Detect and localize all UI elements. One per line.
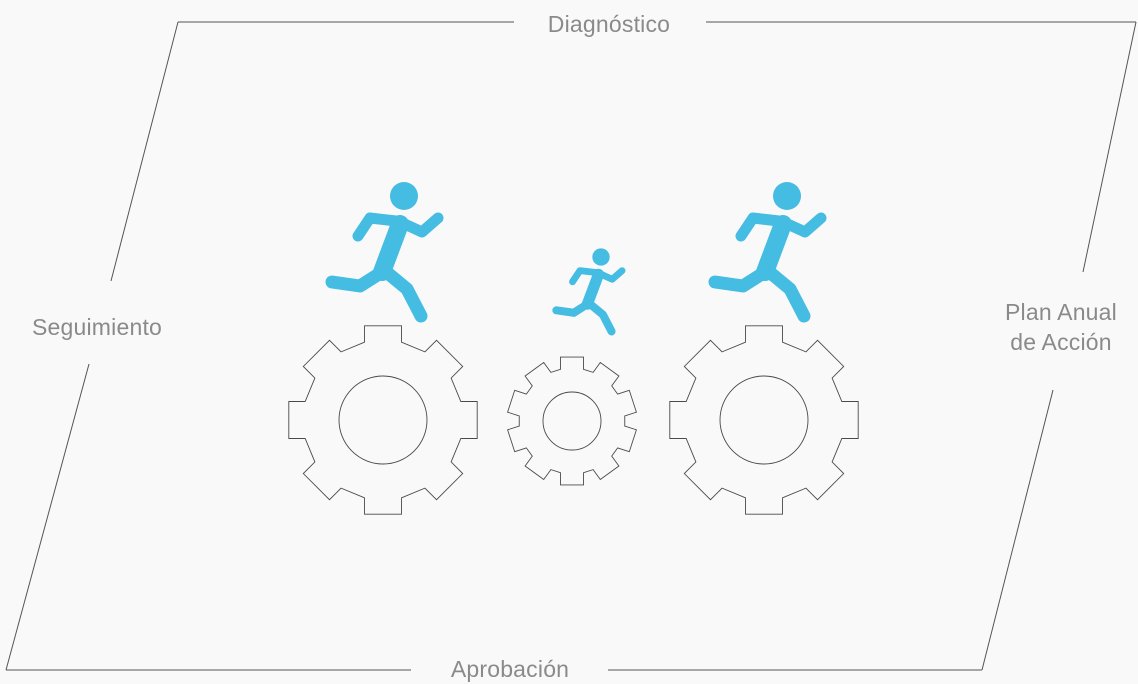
stage-label-seguimiento: Seguimiento bbox=[31, 314, 163, 340]
gear-center-hub bbox=[542, 391, 602, 451]
stage-label-plan-anual-line2: de Acción bbox=[1010, 329, 1112, 355]
gear-left-outline bbox=[288, 325, 478, 515]
stage-label-diagnostico: Diagnóstico bbox=[547, 11, 671, 37]
frame-left-lower-segment bbox=[5, 363, 90, 671]
gear-center-outline bbox=[507, 356, 637, 486]
stage-label-plan-anual: Plan Anual de Acción bbox=[984, 297, 1138, 357]
stage-label-aprobacion: Aprobación bbox=[450, 656, 570, 682]
running-person-icon bbox=[715, 182, 821, 316]
gear-icon bbox=[507, 356, 637, 486]
frame-right-lower-segment bbox=[981, 389, 1054, 671]
running-person-icon bbox=[556, 248, 622, 331]
running-person-icon bbox=[332, 182, 438, 316]
gear-left-hub bbox=[338, 375, 428, 465]
gear-icon bbox=[288, 325, 478, 515]
gear-right-outline bbox=[669, 325, 859, 515]
stage-label-plan-anual-line1: Plan Anual bbox=[1005, 299, 1117, 325]
frame-right-upper-segment bbox=[1082, 21, 1137, 273]
gear-right-hub bbox=[719, 375, 809, 465]
cycle-frame bbox=[5, 21, 1137, 671]
gear-icon bbox=[669, 325, 859, 515]
frame-left-upper-segment bbox=[110, 21, 179, 282]
